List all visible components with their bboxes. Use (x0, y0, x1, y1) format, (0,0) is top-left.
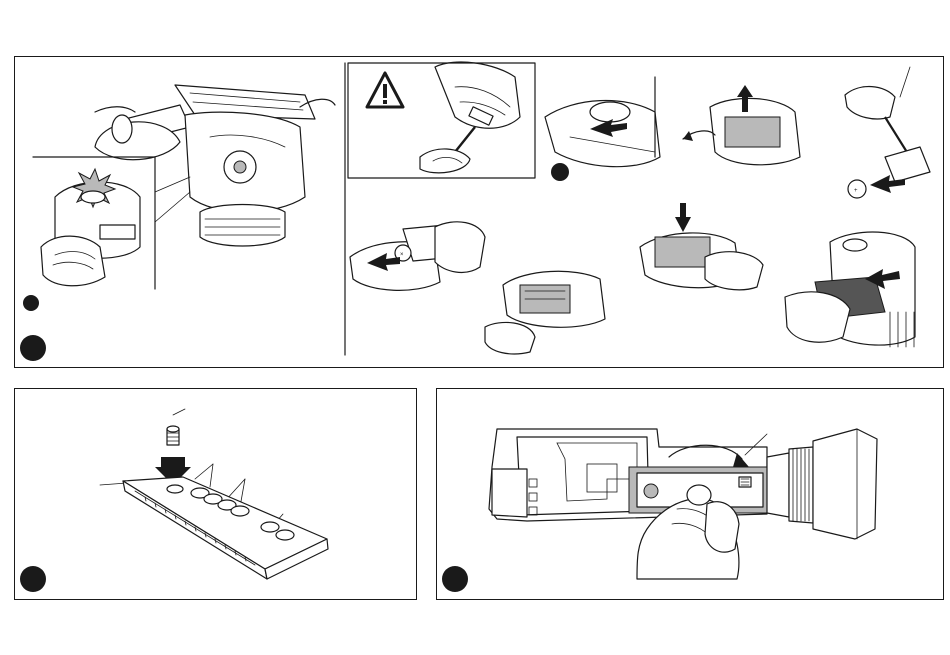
sliding-plate-drawing (15, 389, 418, 601)
camera-mount-drawing (437, 389, 945, 601)
battery-insert-step-1-illustration: × (350, 222, 485, 291)
battery-step-1-illustration (545, 77, 660, 181)
battery-insert-step-4-illustration (785, 232, 915, 347)
level-bubble-zoom-inset (33, 157, 190, 289)
step-circle-icon (442, 566, 468, 592)
top-panel-drawing: + × (15, 57, 945, 369)
battery-insert-step-2-illustration (485, 271, 605, 354)
bottom-left-instruction-panel (14, 388, 417, 600)
camera-lens (767, 429, 877, 539)
step-circle-icon (20, 566, 46, 592)
battery-removal-illustration: + (845, 67, 930, 198)
push-arrow-icon (675, 203, 691, 232)
bottom-right-instruction-panel (436, 388, 944, 600)
svg-text:+: + (854, 188, 858, 194)
step-circle-icon (551, 163, 569, 181)
screw-part (167, 426, 179, 445)
sliding-plate (123, 477, 328, 579)
battery-step-2-illustration (683, 85, 800, 165)
step-circle-icon (23, 295, 39, 311)
step-circle-icon (20, 335, 46, 361)
top-instruction-panel: + × (14, 56, 944, 368)
svg-text:×: × (400, 252, 404, 258)
battery-insert-step-3-illustration (640, 203, 763, 290)
